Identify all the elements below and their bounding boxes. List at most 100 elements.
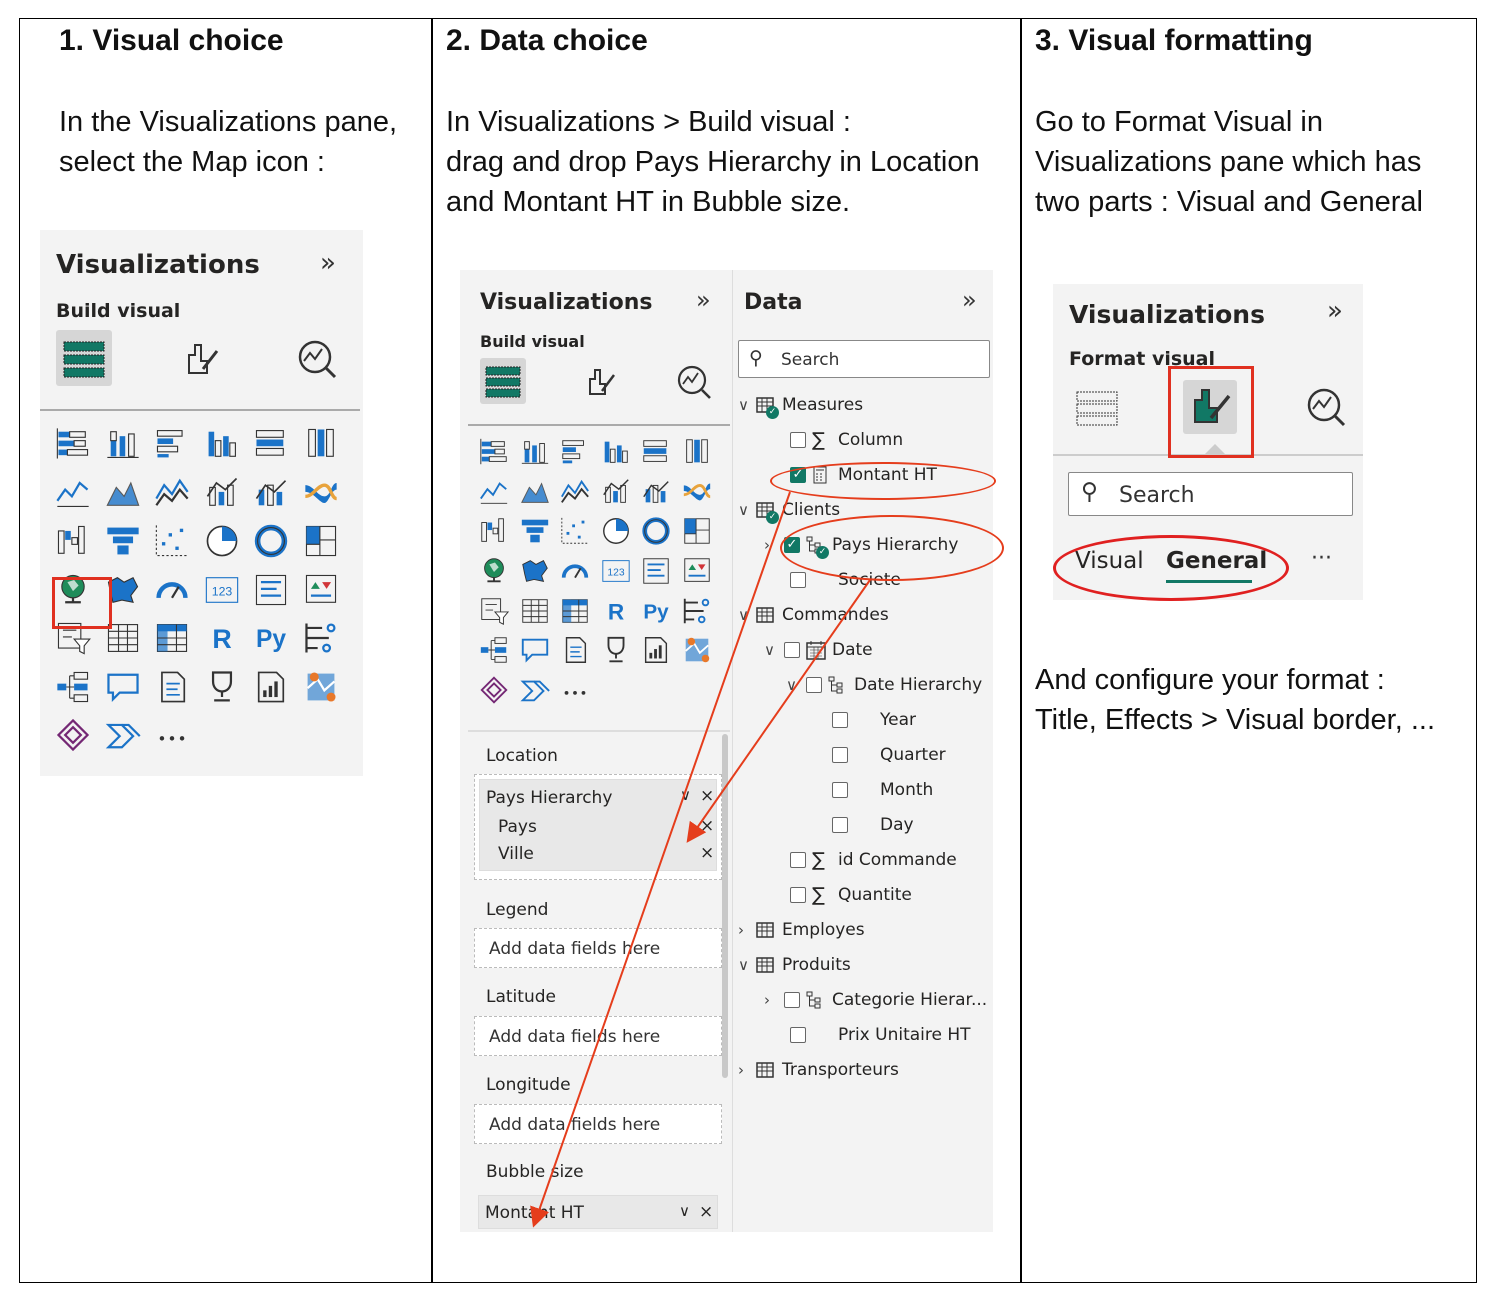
checkbox[interactable] — [784, 642, 800, 658]
map-icon[interactable] — [54, 571, 92, 609]
key-influencers-icon[interactable] — [302, 619, 340, 657]
card-icon[interactable]: 123 — [600, 555, 632, 587]
chevron-right-icon[interactable]: › — [764, 536, 770, 554]
tab-format-visual[interactable] — [1183, 380, 1237, 434]
area-chart-icon[interactable] — [104, 474, 142, 512]
matrix-icon[interactable] — [153, 619, 191, 657]
checkbox[interactable] — [784, 992, 800, 1008]
checkbox[interactable] — [832, 712, 848, 728]
collapse-chevron-icon[interactable]: » — [1327, 296, 1343, 326]
remove-icon[interactable]: × — [699, 1202, 714, 1222]
analytics-icon[interactable] — [1301, 382, 1351, 432]
funnel-icon[interactable] — [519, 515, 551, 547]
chevron-down-icon[interactable]: ∨ — [738, 501, 749, 519]
treemap-icon[interactable] — [681, 515, 713, 547]
waterfall-icon[interactable] — [478, 515, 510, 547]
kpi-icon[interactable] — [302, 571, 340, 609]
pie-chart-icon[interactable] — [600, 515, 632, 547]
legend-well[interactable]: Add data fields here — [474, 928, 722, 968]
chevron-down-icon[interactable]: ∨ — [738, 606, 749, 624]
python-visual-icon[interactable]: Py — [640, 595, 672, 627]
data-tree-item[interactable]: ∨✓Measures — [738, 392, 863, 419]
table-icon[interactable] — [104, 619, 142, 657]
100-column-icon[interactable] — [302, 425, 340, 463]
r-visual-icon[interactable]: R — [600, 595, 632, 627]
waterfall-icon[interactable] — [54, 522, 92, 560]
chevron-down-icon[interactable]: ∨ — [764, 641, 775, 659]
scatter-icon[interactable] — [559, 515, 591, 547]
data-tree-item[interactable]: Month — [830, 777, 933, 803]
scatter-icon[interactable] — [153, 522, 191, 560]
checkbox[interactable] — [790, 1027, 806, 1043]
collapse-chevron-icon[interactable]: » — [962, 286, 977, 314]
format-visual-icon[interactable] — [580, 362, 620, 402]
100-bar-icon[interactable] — [640, 436, 672, 468]
data-tree-item[interactable]: ∑Column — [788, 427, 903, 453]
paginated-report-icon[interactable] — [640, 634, 672, 666]
100-bar-icon[interactable] — [252, 425, 290, 463]
multi-row-card-icon[interactable] — [640, 555, 672, 587]
data-tree-item[interactable]: ∨Produits — [738, 952, 851, 978]
more-visuals-icon[interactable] — [153, 716, 191, 754]
more-visuals-icon[interactable] — [559, 674, 591, 706]
clustered-column-icon[interactable] — [203, 425, 241, 463]
data-tree-item[interactable]: ∨Commandes — [738, 602, 889, 628]
azure-map-icon[interactable] — [302, 668, 340, 706]
data-tree-item[interactable]: ›Employes — [738, 917, 865, 943]
clustered-bar-icon[interactable] — [153, 425, 191, 463]
data-tree-item[interactable]: ∨Date — [764, 637, 873, 663]
power-automate-icon[interactable] — [104, 716, 142, 754]
qa-icon[interactable] — [104, 668, 142, 706]
slicer-icon[interactable] — [478, 595, 510, 627]
collapse-chevron-icon[interactable]: » — [320, 248, 336, 278]
chevron-right-icon[interactable]: › — [738, 921, 744, 939]
format-visual-icon[interactable] — [176, 334, 226, 384]
checkbox[interactable] — [790, 432, 806, 448]
data-tree-item[interactable]: Quarter — [830, 742, 946, 768]
chevron-right-icon[interactable]: › — [764, 991, 770, 1009]
more-options-icon[interactable]: ··· — [1311, 546, 1332, 571]
decomposition-tree-icon[interactable] — [54, 668, 92, 706]
power-apps-icon[interactable] — [54, 716, 92, 754]
data-search-input[interactable]: ⚲ Search — [738, 340, 990, 378]
line-stacked-column-icon[interactable] — [252, 474, 290, 512]
checkbox[interactable] — [790, 572, 806, 588]
decomposition-tree-icon[interactable] — [478, 634, 510, 666]
longitude-well[interactable]: Add data fields here — [474, 1104, 722, 1144]
line-column-icon[interactable] — [600, 476, 632, 508]
key-influencers-icon[interactable] — [681, 595, 713, 627]
tab-build-visual[interactable] — [480, 358, 526, 404]
build-visual-icon[interactable] — [1071, 382, 1121, 432]
python-visual-icon[interactable]: Py — [252, 619, 290, 657]
funnel-icon[interactable] — [104, 522, 142, 560]
analytics-icon[interactable] — [674, 362, 714, 402]
slicer-icon[interactable] — [54, 619, 92, 657]
stacked-area-icon[interactable] — [153, 474, 191, 512]
clustered-column-icon[interactable] — [600, 436, 632, 468]
gauge-icon[interactable] — [559, 555, 591, 587]
pie-chart-icon[interactable] — [203, 522, 241, 560]
location-well[interactable]: Pays Hierarchy ∨ × Pays × Ville × — [474, 774, 722, 880]
line-chart-icon[interactable] — [478, 476, 510, 508]
clustered-bar-icon[interactable] — [559, 436, 591, 468]
paginated-report-icon[interactable] — [252, 668, 290, 706]
stacked-column-icon[interactable] — [104, 425, 142, 463]
goals-icon[interactable] — [600, 634, 632, 666]
card-icon[interactable]: 123 — [203, 571, 241, 609]
data-tree-item[interactable]: ∑id Commande — [788, 847, 957, 873]
collapse-chevron-icon[interactable]: » — [696, 286, 711, 314]
checkbox[interactable] — [790, 887, 806, 903]
line-chart-icon[interactable] — [54, 474, 92, 512]
checkbox[interactable] — [832, 817, 848, 833]
treemap-icon[interactable] — [302, 522, 340, 560]
checkbox[interactable] — [832, 782, 848, 798]
analytics-icon[interactable] — [292, 334, 342, 384]
line-column-icon[interactable] — [203, 474, 241, 512]
chevron-down-icon[interactable]: ∨ — [786, 676, 797, 694]
checkbox[interactable] — [832, 747, 848, 763]
100-column-icon[interactable] — [681, 436, 713, 468]
qa-icon[interactable] — [519, 634, 551, 666]
checkbox[interactable] — [806, 677, 822, 693]
data-tree-item[interactable]: Prix Unitaire HT — [788, 1022, 971, 1048]
data-tree-item[interactable]: ›Transporteurs — [738, 1057, 899, 1083]
